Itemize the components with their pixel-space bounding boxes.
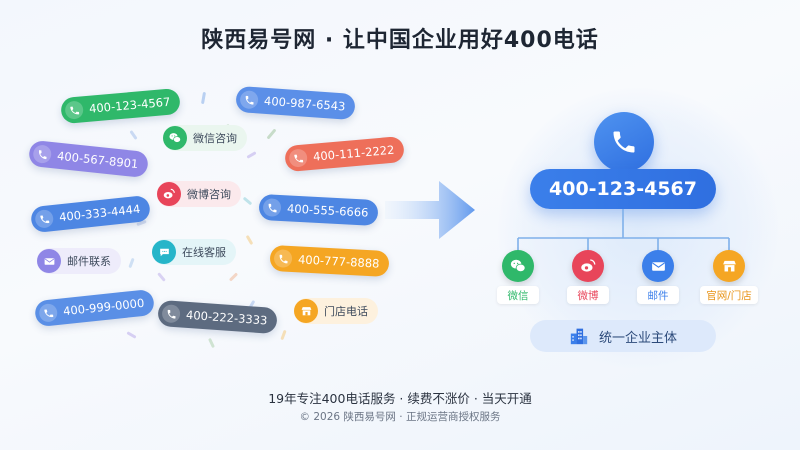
scattered-channel-chip: 邮件联系	[37, 248, 121, 274]
channel-label: 邮件	[637, 286, 679, 304]
phone-icon	[273, 249, 293, 269]
wechat-icon	[163, 126, 187, 150]
page-title: 陕西易号网 · 让中国企业用好400电话	[201, 28, 599, 53]
chat-icon	[152, 240, 176, 264]
flow-arrow-icon	[385, 175, 477, 249]
scattered-number-pill: 400-777-8888	[269, 244, 391, 278]
scattered-number-pill: 400-222-3333	[157, 299, 279, 335]
phone-icon	[38, 302, 59, 323]
building-icon	[569, 327, 589, 345]
mail-icon	[37, 249, 61, 273]
scattered-number-pill: 400-123-4567	[60, 87, 182, 125]
mail-icon	[642, 250, 674, 282]
phone-icon	[161, 304, 181, 324]
phone-icon	[594, 112, 654, 172]
phone-icon	[239, 90, 259, 110]
footer-copyright: © 2026 陕西易号网 · 正规运营商授权服务	[299, 411, 501, 423]
phone-icon	[262, 198, 282, 218]
scattered-number-pill: 400-567-8901	[27, 139, 150, 179]
unify-label: 统一企业主体	[598, 330, 677, 346]
phone-icon	[34, 208, 55, 229]
store-icon	[294, 299, 318, 323]
scattered-channel-chip: 微信咨询	[163, 125, 247, 151]
phone-icon	[64, 100, 84, 120]
weibo-icon	[572, 250, 604, 282]
phone-icon	[288, 148, 308, 168]
scattered-channel-chip: 微博咨询	[157, 181, 241, 207]
scattered-number-pill: 400-987-6543	[235, 85, 357, 121]
channel-label: 官网/门店	[700, 286, 758, 304]
channel-label: 微信	[497, 286, 539, 304]
store-icon	[713, 250, 745, 282]
phone-icon	[32, 144, 53, 165]
wechat-icon	[502, 250, 534, 282]
unified-entity-badge: 统一企业主体	[530, 320, 716, 352]
scattered-number-pill: 400-555-6666	[258, 193, 380, 227]
footer-tagline: 19年专注400电话服务 · 续费不涨价 · 当天开通	[268, 391, 532, 406]
channel-label: 微博	[567, 286, 609, 304]
weibo-icon	[157, 182, 181, 206]
scattered-number-pill: 400-999-0000	[33, 288, 156, 328]
scattered-channel-chip: 门店电话	[294, 298, 378, 324]
scattered-number-pill: 400-111-2222	[284, 135, 406, 173]
scattered-channel-chip: 在线客服	[152, 239, 236, 265]
unified-number: 400-123-4567	[530, 169, 716, 209]
scattered-number-pill: 400-333-4444	[29, 194, 152, 234]
